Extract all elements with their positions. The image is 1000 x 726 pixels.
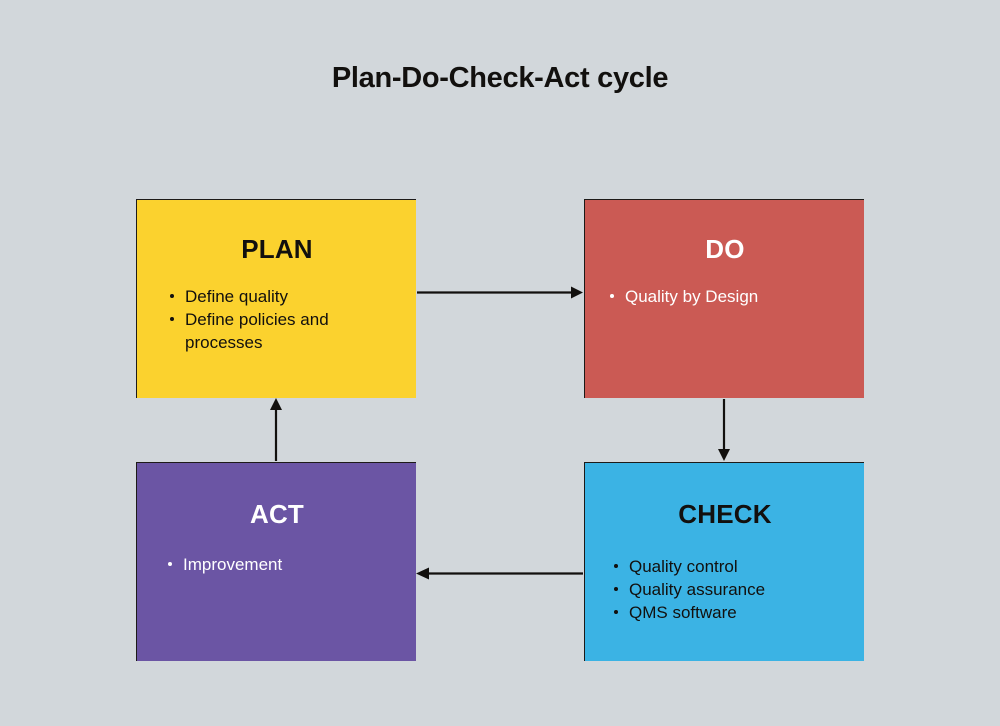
list-item: Quality control <box>613 555 853 578</box>
box-heading-do: DO <box>705 234 745 264</box>
list-item-label: Define quality <box>185 287 289 306</box>
bullet-dot-icon <box>170 317 174 321</box>
box-heading-act: ACT <box>249 499 305 529</box>
arrow-check-to-act <box>416 567 583 580</box>
list-item-label: Quality by Design <box>625 287 759 306</box>
bullet-dot-icon <box>170 294 174 298</box>
list-item-label: Improvement <box>183 555 283 574</box>
box-list-check: Quality control Quality assurance QMS so… <box>613 555 853 624</box>
list-item-label: Quality control <box>629 557 738 576</box>
bullet-dot-icon <box>610 294 614 298</box>
box-heading-plan: PLAN <box>241 234 313 264</box>
box-heading-check: CHECK <box>678 499 772 529</box>
bullet-dot-icon <box>614 610 618 614</box>
list-item: Define policies and processes <box>169 308 394 354</box>
list-item-label: Quality assurance <box>629 580 766 599</box>
bullet-dot-icon <box>614 564 618 568</box>
arrow-plan-to-do <box>417 286 583 299</box>
arrow-do-to-check <box>718 399 730 461</box>
list-item: Quality by Design <box>609 285 854 308</box>
page-title: Plan-Do-Check-Act cycle <box>331 62 669 94</box>
box-list-plan: Define quality Define policies and proce… <box>169 285 394 354</box>
list-item: Define quality <box>169 285 394 308</box>
arrow-act-to-plan <box>270 398 282 461</box>
list-item-label: Define policies and processes <box>185 310 329 352</box>
box-list-act: Improvement <box>167 553 402 576</box>
pdca-box-plan[interactable]: PLAN Define quality Define policies and … <box>136 199 416 398</box>
list-item-label: QMS software <box>629 603 737 622</box>
pdca-box-act[interactable]: ACT Improvement <box>136 462 416 661</box>
list-item: Improvement <box>167 553 402 576</box>
list-item: QMS software <box>613 601 853 624</box>
list-item: Quality assurance <box>613 578 853 601</box>
box-list-do: Quality by Design <box>609 285 854 308</box>
pdca-box-do[interactable]: DO Quality by Design <box>584 199 864 398</box>
bullet-dot-icon <box>614 587 618 591</box>
bullet-dot-icon <box>168 562 172 566</box>
pdca-box-check[interactable]: CHECK Quality control Quality assurance … <box>584 462 864 661</box>
